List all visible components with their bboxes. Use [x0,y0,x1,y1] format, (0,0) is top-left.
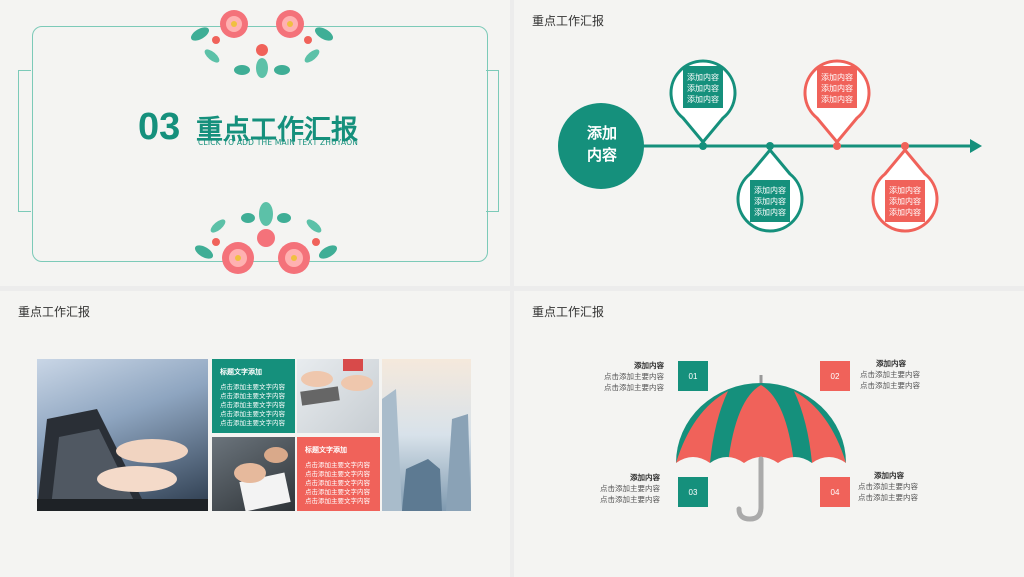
text-tile-red: 标题文字添加 点击添加主要文字内容 点击添加主要文字内容 点击添加主要文字内容 … [297,437,380,511]
item-01-badge: 01 [678,361,708,391]
pin-1-text: 添加内容添加内容添加内容 [687,73,719,104]
umbrella-graphic [676,375,846,522]
item-04-badge: 04 [820,477,850,507]
slide-title: 重点工作汇报 [532,305,605,319]
slide-umbrella[interactable]: 重点工作汇报 01 02 03 04 添加内容 点击添加主要内容 点击添加主要内… [514,291,1024,577]
timeline-graphic [558,59,982,233]
slide-photo-grid[interactable]: 重点工作汇报 标题文字添加 点击添加主要文字内容 点击添加主要文字内容 点击添加… [0,291,510,577]
section-number: 03 [138,106,181,148]
slide-section-cover[interactable]: 03 重点工作汇报 CLICK TO ADD THE MAIN TEXT ZHU… [0,0,510,286]
item-04-text: 添加内容 点击添加主要内容 点击添加主要内容 [858,471,918,502]
item-03-text: 添加内容 点击添加主要内容 点击添加主要内容 [600,473,660,504]
item-02-badge: 02 [820,361,850,391]
left-bracket [18,70,31,212]
floral-ornament [190,10,338,274]
slide-title: 重点工作汇报 [18,305,91,319]
pin-2-text: 添加内容添加内容添加内容 [754,186,786,217]
photo-calculator [297,359,379,433]
photo-building [382,359,471,511]
item-03-badge: 03 [678,477,708,507]
item-01-text: 添加内容 点击添加主要内容 点击添加主要内容 [604,361,664,392]
decorative-frame [32,26,488,262]
right-bracket [486,70,499,212]
photo-laptop [37,359,208,511]
pin-3-text: 添加内容添加内容添加内容 [821,73,853,104]
pin-4-text: 添加内容添加内容添加内容 [889,186,921,217]
section-title: 重点工作汇报 [196,115,358,146]
slide-title: 重点工作汇报 [532,14,605,28]
slide-timeline[interactable]: 重点工作汇报 添加 内容 添加内容添加内容添加内容 添加内容添加内容添加内容 添… [514,0,1024,286]
item-02-text: 添加内容 点击添加主要内容 点击添加主要内容 [860,359,920,390]
photo-writing [212,437,295,511]
text-tile-teal: 标题文字添加 点击添加主要文字内容 点击添加主要文字内容 点击添加主要文字内容 … [212,359,295,433]
timeline-center-label: 添加 内容 [586,124,617,164]
section-subtitle: CLICK TO ADD THE MAIN TEXT ZHUYAON [198,138,359,147]
